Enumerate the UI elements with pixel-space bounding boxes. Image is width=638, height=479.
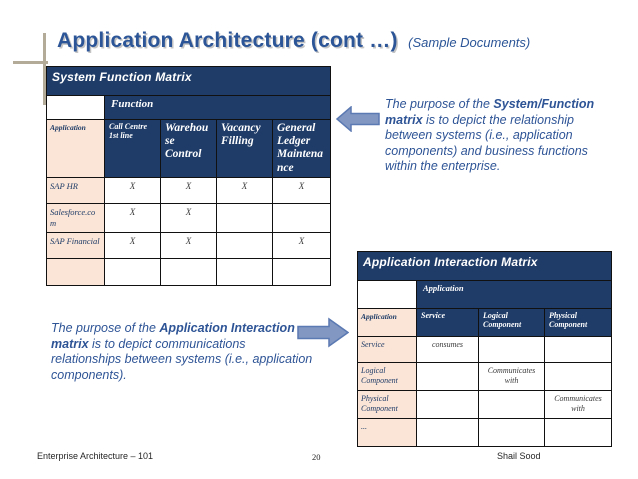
sfm-cell bbox=[104, 257, 161, 286]
aim-row-label: Logical Component bbox=[357, 362, 417, 391]
aim-cell: consumes bbox=[416, 336, 479, 363]
sfm-purpose-bold: System/Function matrix bbox=[385, 97, 595, 127]
page-title-suffix: (Sample Documents) bbox=[408, 35, 531, 50]
aim-corner-cell bbox=[357, 280, 417, 309]
sfm-cell bbox=[216, 231, 273, 259]
aim-row-label: Service bbox=[357, 336, 417, 363]
sfm-col-header: Warehouse Control bbox=[160, 119, 217, 178]
system-function-matrix-table: System Function Matrix Function Applicat… bbox=[46, 66, 331, 286]
aim-cell bbox=[478, 417, 545, 447]
sfm-row-axis-label: Application bbox=[46, 119, 105, 178]
sfm-cell: X bbox=[104, 202, 161, 233]
aim-purpose-text: The purpose of the Application Interacti… bbox=[51, 321, 319, 383]
sfm-cell bbox=[216, 257, 273, 286]
aim-cell bbox=[416, 362, 479, 391]
sfm-cell: X bbox=[104, 231, 161, 259]
sfm-purpose-text: The purpose of the System/Function matri… bbox=[385, 97, 623, 175]
sfm-cell bbox=[216, 202, 273, 233]
sfm-col-header: Vacancy Filling bbox=[216, 119, 273, 178]
aim-group-header: Application bbox=[416, 280, 612, 309]
sfm-cell: X bbox=[104, 176, 161, 204]
aim-cell bbox=[544, 362, 612, 391]
page-title-main: Application Architecture (cont …) bbox=[57, 29, 398, 52]
footer-page-number: 20 bbox=[312, 452, 321, 462]
aim-col-header: Service bbox=[416, 308, 479, 337]
footer-course-label: Enterprise Architecture – 101 bbox=[37, 451, 154, 461]
sfm-cell: X bbox=[160, 202, 217, 233]
block-arrow-right-icon bbox=[297, 317, 350, 353]
aim-cell bbox=[544, 336, 612, 363]
table-row: Physical Component Communicates with bbox=[357, 390, 612, 419]
aim-row-label: ... bbox=[357, 417, 417, 447]
aim-col-header: Physical Component bbox=[544, 308, 612, 337]
aim-table-title: Application Interaction Matrix bbox=[357, 251, 612, 281]
table-row: Logical Component Communicates with bbox=[357, 362, 612, 391]
sfm-cell: X bbox=[160, 231, 217, 259]
aim-cell: Communicates with bbox=[544, 390, 612, 419]
sfm-cell bbox=[272, 202, 331, 233]
sfm-purpose-suffix: is to depict the relationship between sy… bbox=[385, 112, 588, 174]
sfm-cell bbox=[272, 257, 331, 286]
aim-cell bbox=[478, 336, 545, 363]
aim-col-header: Logical Component bbox=[478, 308, 545, 337]
sfm-cell bbox=[160, 257, 217, 286]
aim-row-label: Physical Component bbox=[357, 390, 417, 419]
table-row: Salesforce.com X X bbox=[46, 202, 331, 233]
aim-row-axis-label: Application bbox=[357, 308, 417, 337]
aim-cell bbox=[544, 417, 612, 447]
sfm-cell: X bbox=[272, 231, 331, 259]
aim-cell bbox=[416, 390, 479, 419]
sfm-row-label: SAP Financial bbox=[46, 231, 105, 259]
sfm-col-header: General Ledger Maintenance bbox=[272, 119, 331, 178]
table-row bbox=[46, 257, 331, 286]
sfm-row-label: SAP HR bbox=[46, 176, 105, 204]
table-row: SAP Financial X X X bbox=[46, 231, 331, 259]
sfm-col-header: Call Centre 1st line bbox=[104, 119, 161, 178]
block-arrow-left-icon bbox=[335, 105, 380, 137]
aim-purpose-bold: Application Interaction matrix bbox=[51, 321, 295, 351]
corner-line-horizontal bbox=[13, 61, 48, 64]
table-row: SAP HR X X X X bbox=[46, 176, 331, 204]
sfm-row-label: Salesforce.com bbox=[46, 202, 105, 233]
sfm-cell: X bbox=[216, 176, 273, 204]
sfm-corner-cell bbox=[46, 95, 105, 120]
sfm-row-label bbox=[46, 257, 105, 286]
footer-author-label: Shail Sood bbox=[497, 451, 541, 461]
sfm-cell: X bbox=[160, 176, 217, 204]
table-row: ... bbox=[357, 417, 612, 447]
aim-cell bbox=[478, 390, 545, 419]
sfm-purpose-prefix: The purpose of the bbox=[385, 97, 494, 111]
application-interaction-matrix-table: Application Interaction Matrix Applicati… bbox=[357, 251, 612, 447]
aim-cell: Communicates with bbox=[478, 362, 545, 391]
table-row: Service consumes bbox=[357, 336, 612, 363]
page-title: Application Architecture (cont …) (Sampl… bbox=[57, 29, 627, 53]
corner-line-vertical bbox=[43, 33, 46, 105]
sfm-table-title: System Function Matrix bbox=[46, 66, 331, 96]
sfm-cell: X bbox=[272, 176, 331, 204]
aim-purpose-suffix: is to depict communications relationship… bbox=[51, 336, 313, 382]
aim-purpose-prefix: The purpose of the bbox=[51, 321, 160, 335]
sfm-group-header: Function bbox=[104, 95, 331, 120]
aim-cell bbox=[416, 417, 479, 447]
